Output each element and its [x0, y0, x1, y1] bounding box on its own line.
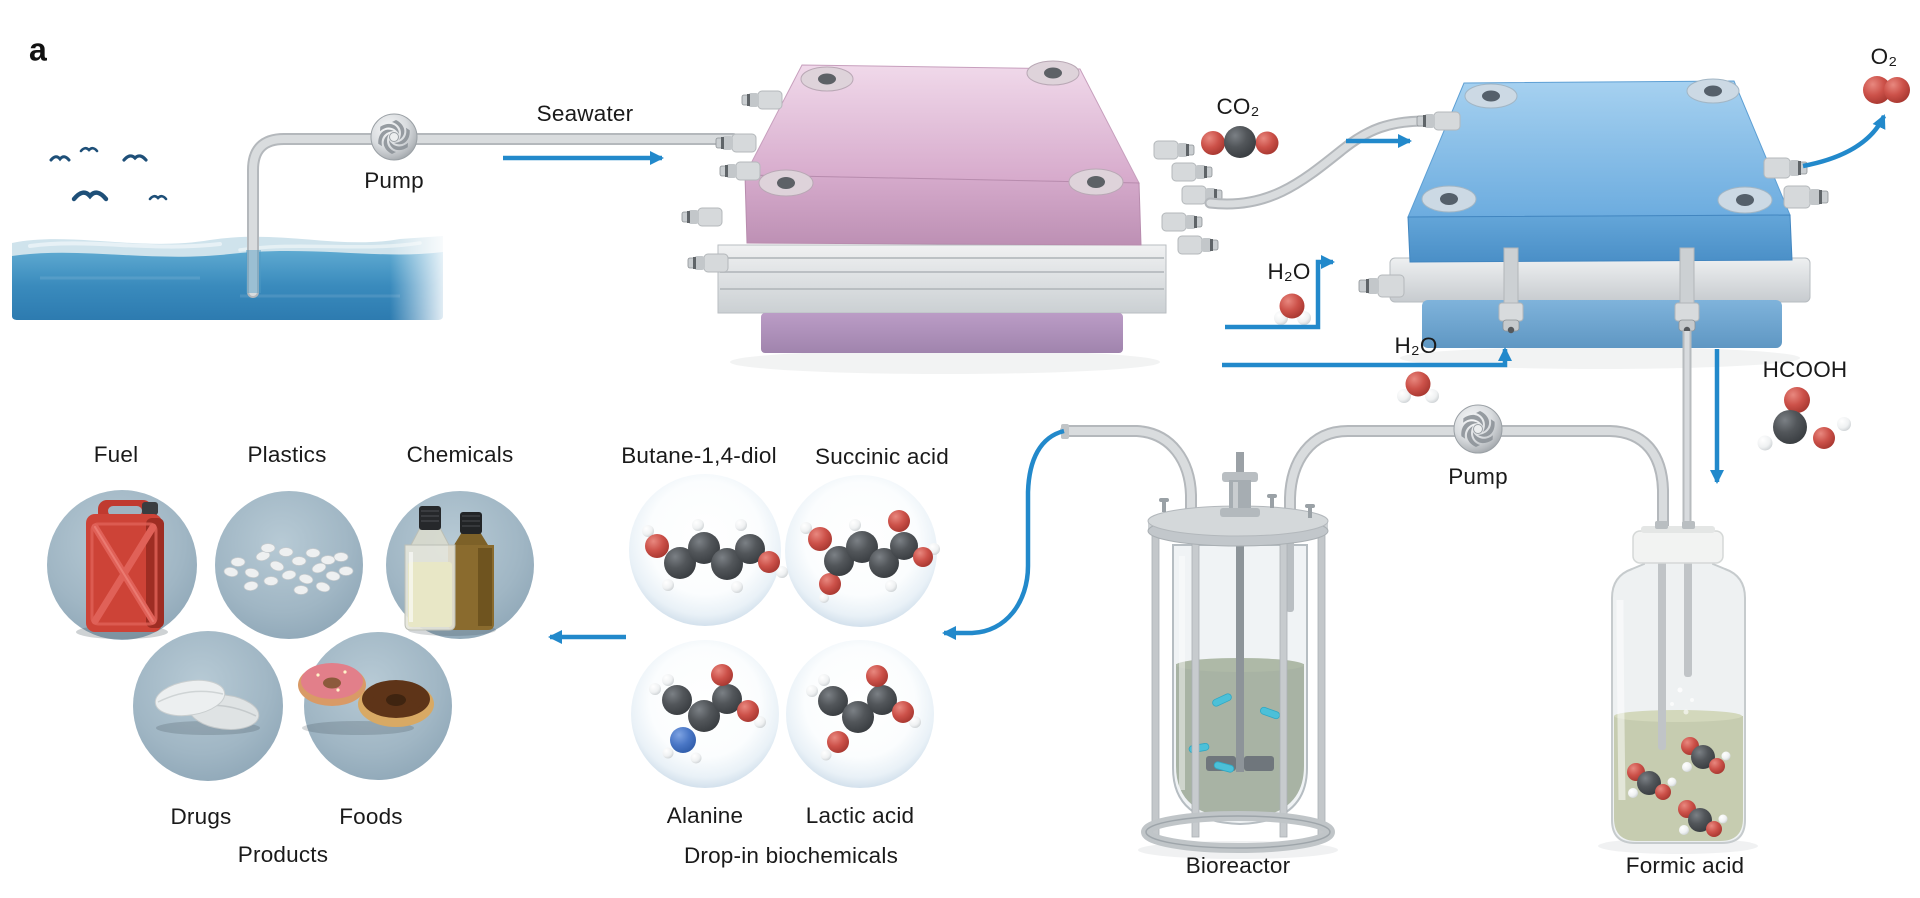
succinic-acid-molecule-icon	[800, 510, 940, 603]
blue-bottom-ports	[1498, 247, 1700, 334]
bird-icon	[49, 146, 168, 202]
chemical-bottles-icon	[404, 506, 496, 636]
seawater-label: Seawater	[536, 101, 634, 126]
flow-arrows	[503, 114, 1887, 644]
product-circles	[47, 490, 534, 781]
o2-molecule-icon	[1863, 76, 1910, 104]
water-molecule-lower-icon	[1397, 371, 1439, 403]
fuel-can-icon	[76, 500, 168, 639]
formic-acid-label: Formic acid	[1625, 853, 1745, 878]
butanediol-molecule-icon	[642, 519, 788, 593]
pills-icon	[154, 679, 260, 735]
pump-left	[370, 113, 418, 161]
pump-right	[1453, 404, 1503, 454]
biochemicals-group-label: Drop-in biochemicals	[683, 843, 899, 868]
bioreactor-to-biochemicals-arrow	[942, 428, 1065, 640]
blue-bolts	[1421, 78, 1773, 214]
lactic-acid-molecule-icon	[806, 665, 921, 761]
pink-electrolyzer	[681, 60, 1223, 374]
bioreactor-vessel	[1138, 452, 1338, 859]
lid-bolts	[1159, 494, 1315, 518]
o2-arrow	[1802, 114, 1887, 169]
lactic-acid-label: Lactic acid	[805, 803, 915, 828]
blue-electrolyzer	[1358, 78, 1829, 369]
hcooh-molecule-icon	[1627, 737, 1731, 837]
plastics-label: Plastics	[247, 442, 327, 467]
product-circle-plastics	[215, 491, 363, 639]
hcooh-label: HCOOH	[1762, 357, 1848, 382]
stirrer-motor	[1220, 452, 1260, 517]
fuel-label: Fuel	[93, 442, 139, 467]
succinic-acid-label: Succinic acid	[815, 444, 949, 469]
co2-molecule-icon	[1201, 126, 1279, 158]
drugs-label: Drugs	[170, 804, 232, 829]
butanediol-label: Butane-1,4-diol	[621, 443, 777, 468]
seawater-pipe	[246, 133, 739, 298]
pink-bolts	[758, 60, 1124, 197]
alanine-label: Alanine	[666, 803, 744, 828]
pink-port-connectors	[681, 90, 1223, 273]
donuts-icon	[298, 663, 434, 735]
process-tubing	[1060, 331, 1692, 546]
foods-label: Foods	[339, 804, 403, 829]
chemicals-label: Chemicals	[406, 442, 514, 467]
water-molecule-upper-icon	[1274, 293, 1311, 325]
bioreactor-label: Bioreactor	[1185, 853, 1291, 878]
h2o-upper-label: H₂O	[1267, 259, 1311, 284]
co2-label: CO₂	[1216, 94, 1260, 119]
o2-label: O₂	[1870, 44, 1898, 69]
pump-left-label: Pump	[364, 168, 424, 193]
h2o-lower-label: H₂O	[1394, 333, 1438, 358]
products-group-label: Products	[237, 842, 329, 867]
h2o-lower-arrow	[1222, 347, 1512, 368]
panel-label: a	[29, 31, 47, 68]
hcooh-free-molecule-icon	[1757, 387, 1851, 451]
ocean-scene	[12, 146, 452, 325]
co2-tube	[1204, 115, 1432, 210]
h2o-upper-arrow	[1225, 255, 1335, 330]
biochemical-bubbles	[629, 474, 940, 788]
formic-acid-bottle	[1598, 521, 1758, 854]
pump-right-label: Pump	[1448, 464, 1508, 489]
alanine-molecule-icon	[649, 664, 766, 764]
blue-port-connectors	[1358, 111, 1829, 298]
plastic-pellets-icon	[223, 543, 354, 595]
